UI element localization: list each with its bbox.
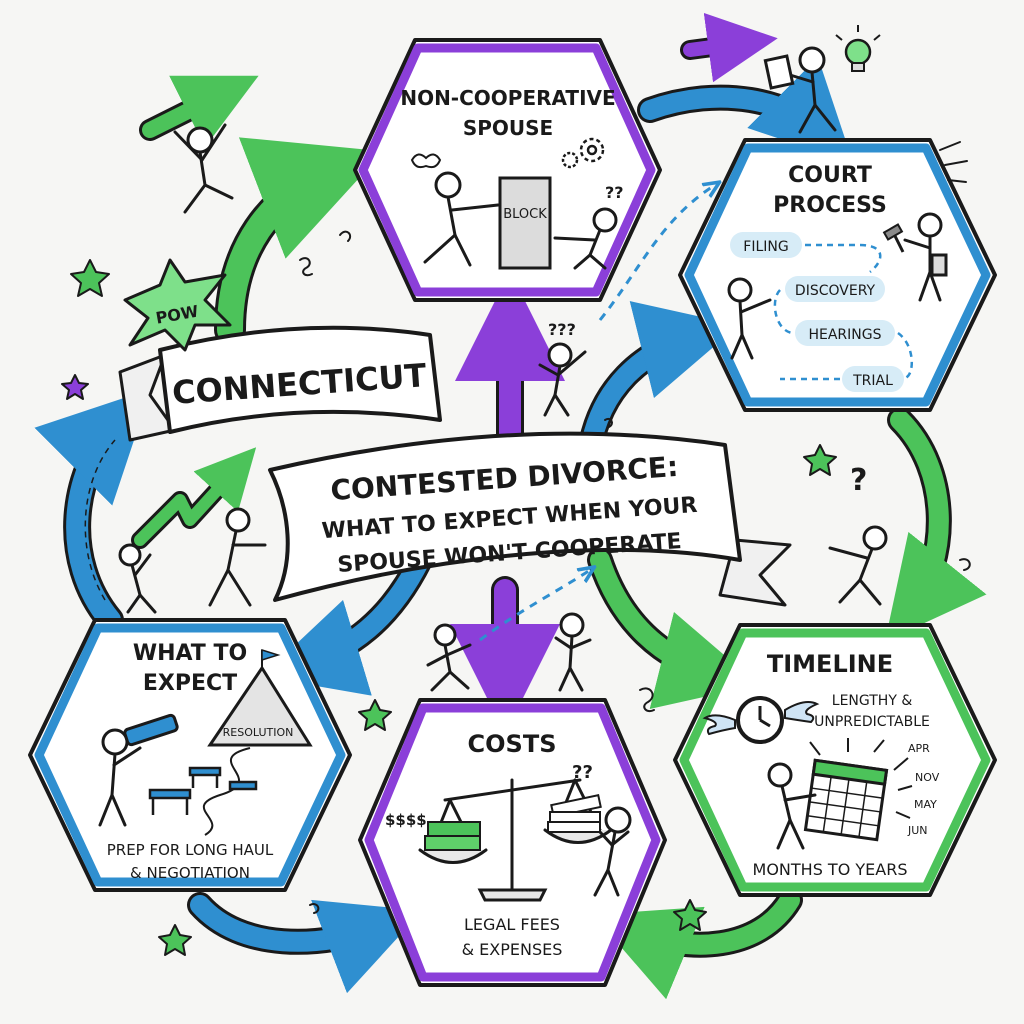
spouse-title-line2: SPOUSE <box>463 116 553 140</box>
arrow-dashed-to-court <box>598 185 715 321</box>
anger-cloud-icon <box>410 153 442 169</box>
step-trial-pill <box>842 366 904 392</box>
court-title-line2: PROCESS <box>773 193 887 218</box>
pushing-figure <box>423 171 500 267</box>
winged-clock-icon <box>702 696 820 744</box>
pow-burst: POW <box>123 258 232 352</box>
step-discovery: DISCOVERY <box>795 283 876 299</box>
month-apr: APR <box>908 742 930 755</box>
costs-footer-line1: LEGAL FEES <box>464 915 560 934</box>
telescope-icon <box>123 713 179 747</box>
block-label: BLOCK <box>503 207 547 222</box>
summit-flag-icon <box>261 648 281 662</box>
money-stack-icon <box>424 821 481 851</box>
timeline-subtitle-line2: UNPREDICTABLE <box>814 714 930 730</box>
arrow-dashed-center <box>479 570 590 642</box>
node-costs: COSTS $$$$ ?? <box>358 698 667 987</box>
month-arrows <box>809 738 913 819</box>
pushing-figures-left <box>118 507 267 614</box>
spouse-question: ?? <box>605 183 624 202</box>
connecticut-banner: CONNECTICUT <box>118 325 442 442</box>
court-figure-left <box>727 277 772 360</box>
costs-question: ?? <box>572 762 593 783</box>
timeline-subtitle-line1: LENGTHY & <box>832 693 913 709</box>
mountain-icon <box>207 648 313 747</box>
court-title-line1: COURT <box>788 163 872 188</box>
block-box <box>498 176 552 270</box>
paper-stack-icon <box>547 793 602 833</box>
pulling-figure <box>553 207 618 270</box>
court-steps: FILING DISCOVERY HEARINGS TRIAL <box>730 232 913 392</box>
spouse-title-line1: NON-COOPERATIVE <box>400 86 615 110</box>
node-non-cooperative-spouse: NON-COOPERATIVE SPOUSE BLOCK ?? <box>353 38 662 302</box>
costs-title: COSTS <box>468 730 557 758</box>
lightbulb-icon <box>835 25 881 72</box>
hurdle-icons <box>148 766 258 815</box>
expect-title-line2: EXPECT <box>143 671 237 696</box>
step-hearings: HEARINGS <box>808 327 881 343</box>
step-filing: FILING <box>743 239 788 255</box>
node-what-to-expect: WHAT TO EXPECT RESOLUTION <box>28 618 352 892</box>
title-ribbon: CONTESTED DIVORCE: WHAT TO EXPECT WHEN Y… <box>268 431 792 607</box>
month-may: MAY <box>914 798 937 811</box>
pointing-figure <box>828 525 888 606</box>
big-question: ? <box>850 463 867 498</box>
month-nov: NOV <box>915 771 940 784</box>
gears-icon <box>561 137 605 169</box>
worried-figure <box>593 806 632 897</box>
step-discovery-pill <box>785 276 885 302</box>
costs-money: $$$$ <box>385 811 427 829</box>
month-jun: JUN <box>907 824 928 837</box>
expect-footer-line2: & NEGOTIATION <box>130 864 250 882</box>
node-timeline: TIMELINE LENGTHY & UNPREDICTABLE <box>673 623 997 897</box>
node-court-process: COURT PROCESS FILING DISCOVERY HEARINGS … <box>678 138 997 412</box>
confused-figure <box>538 342 587 417</box>
calendar-icon <box>803 758 889 842</box>
step-link-3 <box>897 331 913 380</box>
expect-title-line1: WHAT TO <box>133 641 247 666</box>
judge-figure <box>903 212 948 302</box>
step-hearings-pill <box>795 320 895 346</box>
step-trial: TRIAL <box>852 373 893 389</box>
running-figure <box>426 623 472 692</box>
idea-figure <box>763 46 837 134</box>
mountain-label: RESOLUTION <box>223 726 294 739</box>
winding-path <box>202 747 251 836</box>
step-filing-pill <box>730 232 802 258</box>
timeline-title: TIMELINE <box>767 650 893 678</box>
confused-question: ??? <box>548 320 576 339</box>
jumping-figure <box>173 123 234 214</box>
expect-footer-line1: PREP FOR LONG HAUL <box>107 841 274 859</box>
scribble-marks <box>299 141 971 914</box>
connector-arrows <box>34 12 987 1000</box>
calendar-figure <box>767 762 817 850</box>
thinking-figure <box>554 612 592 692</box>
costs-footer-line2: & EXPENSES <box>462 940 563 959</box>
step-link-1 <box>805 243 882 273</box>
gavel-icon <box>882 223 905 253</box>
star-icons <box>61 259 837 956</box>
step-link-2 <box>773 289 793 335</box>
timeline-footer: MONTHS TO YEARS <box>753 860 908 879</box>
